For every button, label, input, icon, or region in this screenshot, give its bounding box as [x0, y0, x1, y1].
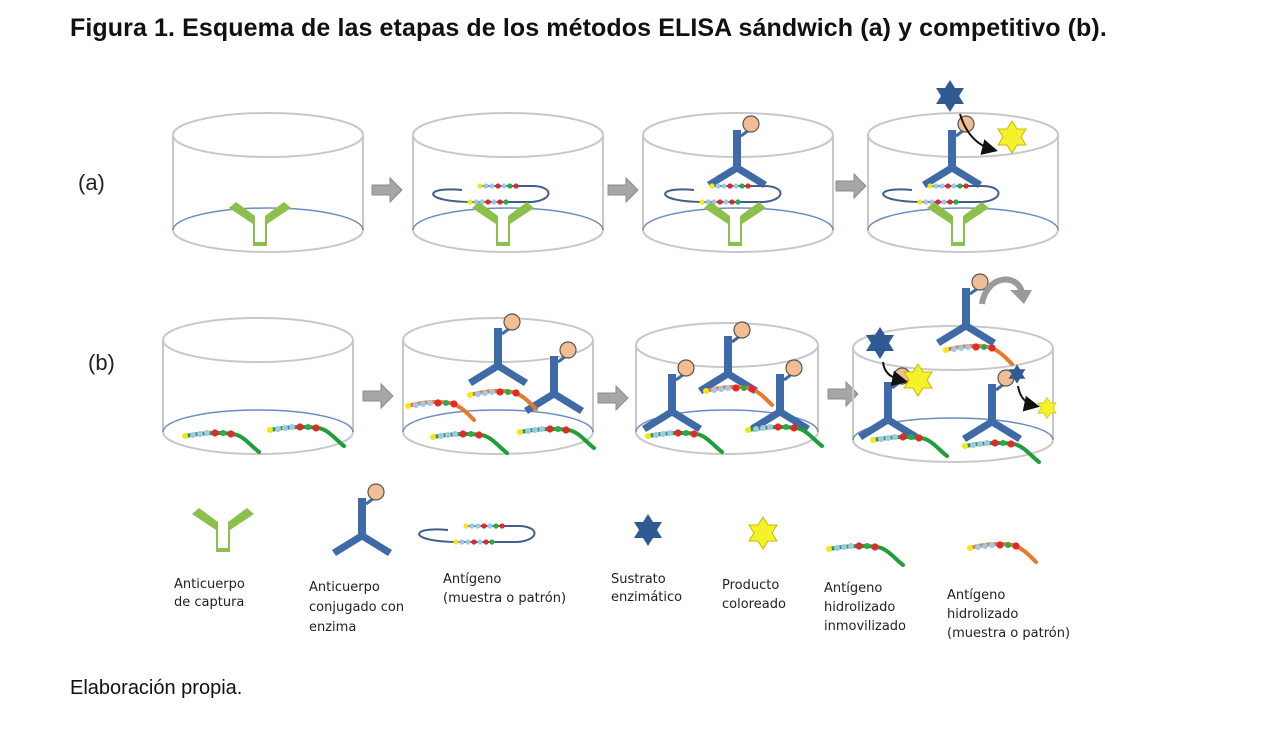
legend-item-colored-product: Producto coloreado	[722, 516, 786, 612]
well-b2	[402, 312, 596, 455]
legend: Anticuerpo de captura Anticuerpo conjuga…	[174, 482, 1070, 641]
well-b3	[635, 320, 824, 455]
well-a3	[642, 112, 834, 253]
legend-item-hydrolyzed-antigen-sample: Antígeno hidrolizado (muestra o patrón)	[947, 539, 1070, 641]
blue-star-icon	[634, 514, 662, 546]
well-a1	[172, 112, 364, 253]
green-peptide-icon	[824, 540, 905, 567]
legend-label: Anticuerpo conjugado con enzima	[309, 580, 408, 635]
orange-peptide-icon	[965, 539, 1038, 564]
legend-item-antigen: Antígeno (muestra o patrón)	[418, 522, 566, 606]
legend-label: Antígeno hidrolizado inmovilizado	[824, 581, 906, 634]
substrate-star-icon	[936, 80, 964, 112]
blue-enzyme-antibody-icon	[330, 482, 394, 558]
process-arrow	[362, 383, 394, 409]
antigen-loop-icon	[418, 522, 536, 546]
legend-label: Antígeno (muestra o patrón)	[443, 572, 566, 606]
row-b-label: (b)	[88, 350, 115, 375]
legend-item-capture-antibody: Anticuerpo de captura	[174, 508, 254, 610]
yellow-star-icon	[748, 516, 778, 550]
figure-source-note: Elaboración propia.	[70, 677, 243, 699]
well-b4	[852, 272, 1057, 464]
removal-arrow-icon	[979, 276, 1025, 305]
row-a-label: (a)	[78, 170, 105, 195]
well-a4	[867, 80, 1059, 253]
process-arrow	[835, 173, 867, 199]
legend-item-enzymatic-substrate: Sustrato enzimático	[611, 514, 682, 605]
legend-label: Sustrato enzimático	[611, 572, 682, 605]
green-y-antibody-icon	[192, 508, 254, 552]
legend-label: Producto coloreado	[722, 578, 786, 612]
figure-title: Figura 1. Esquema de las etapas de los m…	[70, 14, 1107, 42]
well-b1	[162, 317, 354, 455]
legend-label: Antígeno hidrolizado (muestra o patrón)	[947, 588, 1070, 641]
process-arrow	[607, 177, 639, 203]
process-arrow	[597, 385, 629, 411]
legend-item-enzyme-conjugated-antibody: Anticuerpo conjugado con enzima	[309, 482, 408, 635]
well-a2	[412, 112, 604, 253]
legend-label: Anticuerpo de captura	[174, 577, 249, 610]
product-star-icon	[997, 120, 1027, 154]
legend-item-immobilized-hydrolyzed-antigen: Antígeno hidrolizado inmovilizado	[824, 540, 906, 634]
process-arrow	[371, 177, 403, 203]
